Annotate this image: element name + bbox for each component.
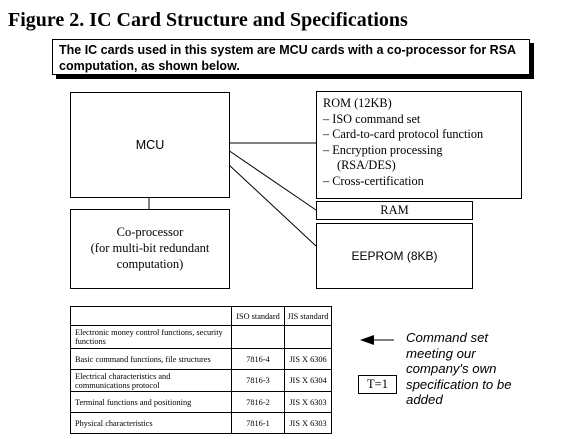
table-cell: 7816-4 — [231, 348, 285, 370]
table-cell: Basic command functions, file structures — [70, 348, 232, 370]
table-cell: Electrical characteristics and communica… — [70, 369, 232, 392]
ram-label: RAM — [380, 203, 409, 217]
table-row: Terminal functions and positioning 7816-… — [70, 391, 332, 413]
table-cell: 7816-3 — [231, 369, 285, 392]
eeprom-label: EEPROM (8KB) — [351, 249, 438, 263]
table-cell: JIS X 6303 — [284, 391, 332, 413]
rom-block: ROM (12KB) – ISO command set – Card-to-c… — [316, 91, 522, 199]
coprocessor-block: Co-processor (for multi-bit redundant co… — [70, 209, 230, 289]
table-header-row: ISO standard JIS standard — [70, 306, 332, 326]
table-header-cell: JIS standard — [284, 306, 332, 326]
table-header-cell: ISO standard — [231, 306, 285, 326]
coprocessor-line-1: Co-processor — [116, 225, 184, 239]
mcu-block: MCU — [70, 92, 230, 198]
t1-label: T=1 — [367, 377, 388, 391]
t1-protocol-box: T=1 — [358, 375, 397, 394]
rom-heading: ROM (12KB) — [323, 96, 392, 110]
table-row: Basic command functions, file structures… — [70, 348, 332, 370]
table-cell: Electronic money control functions, secu… — [70, 325, 232, 349]
table-row: Electronic money control functions, secu… — [70, 325, 332, 349]
table-row: Physical characteristics 7816-1 JIS X 63… — [70, 412, 332, 434]
rom-item: – Encryption processing — [323, 142, 443, 157]
rom-item: – Card-to-card protocol function — [323, 127, 484, 142]
table-cell: 7816-2 — [231, 391, 285, 413]
standards-table: ISO standard JIS standard Electronic mon… — [70, 306, 332, 434]
annotation-line: specification to be — [406, 376, 512, 392]
mcu-label: MCU — [135, 138, 165, 152]
table-cell: Terminal functions and positioning — [70, 391, 232, 413]
annotation-line: Command set — [406, 330, 489, 345]
coprocessor-line-3: computation) — [116, 257, 184, 271]
table-cell — [284, 325, 332, 349]
coprocessor-line-2: (for multi-bit redundant — [90, 241, 210, 255]
table-cell — [231, 325, 285, 349]
rom-item: – ISO command set — [323, 111, 421, 126]
table-cell: JIS X 6303 — [284, 412, 332, 434]
rom-item: (RSA/DES) — [337, 158, 396, 173]
table-row: Electrical characteristics and communica… — [70, 369, 332, 392]
annotation-line: added — [406, 392, 443, 407]
rom-item: – Cross-certification — [323, 173, 424, 188]
intro-text: The IC cards used in this system are MCU… — [59, 43, 516, 73]
annotation-line: company's own — [406, 361, 497, 376]
annotation-line: meeting our — [406, 345, 476, 361]
table-cell: 7816-1 — [231, 412, 285, 434]
annotation-note: Command set meeting our company's own sp… — [406, 330, 576, 408]
figure-title: Figure 2. IC Card Structure and Specific… — [8, 9, 408, 31]
eeprom-block: EEPROM (8KB) — [316, 223, 473, 289]
intro-callout: The IC cards used in this system are MCU… — [52, 39, 530, 75]
table-cell: JIS X 6306 — [284, 348, 332, 370]
ram-block: RAM — [316, 201, 473, 220]
table-cell: JIS X 6304 — [284, 369, 332, 392]
table-header-cell — [70, 306, 232, 326]
arrow-left-icon — [360, 335, 394, 345]
table-cell: Physical characteristics — [70, 412, 232, 434]
